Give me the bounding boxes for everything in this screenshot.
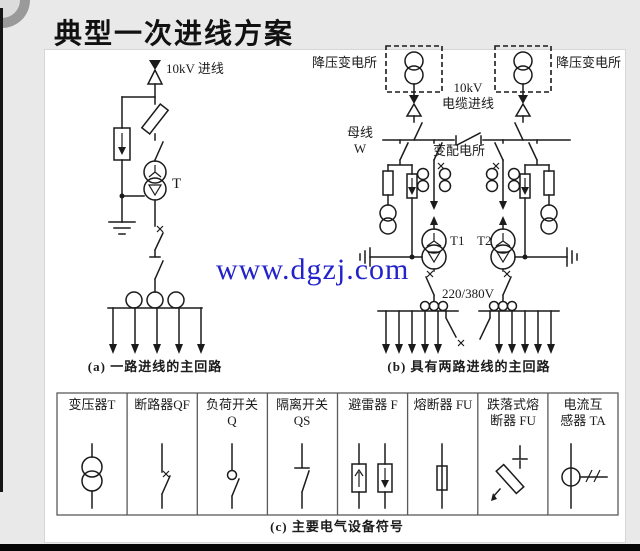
breaker-symbol [154,199,164,257]
incoming-line-symbol [121,60,164,98]
page-title: 典型一次进线方案 [54,18,295,49]
label-t1: T1 [450,233,465,248]
earth-ground-icon [108,221,136,235]
symbol-circuit-breaker [161,443,171,509]
symbol-load-switch [226,443,240,509]
outgoing-feeders [107,307,205,354]
label-10kv-incoming: 10kV 进线 [166,61,224,76]
dropout-fuse-symbol [140,96,170,135]
left-edge-bar [0,8,3,492]
table-header-transformer: 变压器T [68,397,116,412]
cable-head-right [514,83,532,141]
symbol-surge-arrester [351,443,393,509]
label-station: 变配电所 [433,143,486,158]
label-busbar-w: 母线 W [346,125,373,156]
symbol-disconnector [294,443,310,509]
caption-diagram-b: (b) 具有两路进线的主回路 [387,359,551,374]
table-header-current-transformer: 电流互 感器 TA [560,397,606,429]
corner-ornament [0,0,30,28]
table-header-disconnector: 隔离开关 QS [275,397,328,429]
earth-left [359,247,423,267]
symbol-table-grid [56,392,619,516]
pt-branch-left [379,139,418,258]
label-substation-left: 降压变电所 [312,55,378,70]
lv-feeders-left [382,310,442,354]
symbol-current-transformer [561,443,608,509]
disconnector-symbol [154,133,164,162]
arrester-branch [108,96,145,235]
lv-feeders-right [495,310,555,354]
transformer-symbol [143,160,167,201]
label-substation-right: 降压变电所 [556,55,622,70]
diagram-b [359,45,578,354]
disconnector-symbol [149,256,164,293]
label-t2: T2 [477,233,492,248]
t2-branch [485,139,521,312]
table-header-circuit-breaker: 断路器QF [134,397,190,412]
lv-busbars [377,310,560,347]
bottom-edge-bar [0,544,640,551]
symbol-dropout-fuse [491,445,528,501]
t1-branch [416,139,452,312]
symbol-fuse [436,443,448,509]
earth-right [514,247,578,267]
caption-symbol-table: (c) 主要电气设备符号 [270,519,404,534]
diagram-a [107,60,205,354]
watermark-text: www.dgzj.com [216,253,410,286]
label-cable-incoming: 10kV 电缆进线 [441,80,494,111]
pt-branch-right [519,139,558,258]
table-header-fuse: 熔断器 FU [413,397,473,412]
symbol-transformer [81,443,103,509]
hv-busbar [382,131,571,147]
table-header-dropout-fuse: 跌落式熔 断器 FU [486,397,539,429]
current-transformers [125,291,185,309]
caption-diagram-a: (a) 一路进线的主回路 [87,359,223,374]
label-transformer-t: T [172,176,182,192]
cable-head-left [405,83,423,141]
table-header-arrester: 避雷器 F [348,397,398,412]
label-voltage: 220/380V [442,286,494,301]
table-header-load-switch: 负荷开关 Q [205,397,258,429]
